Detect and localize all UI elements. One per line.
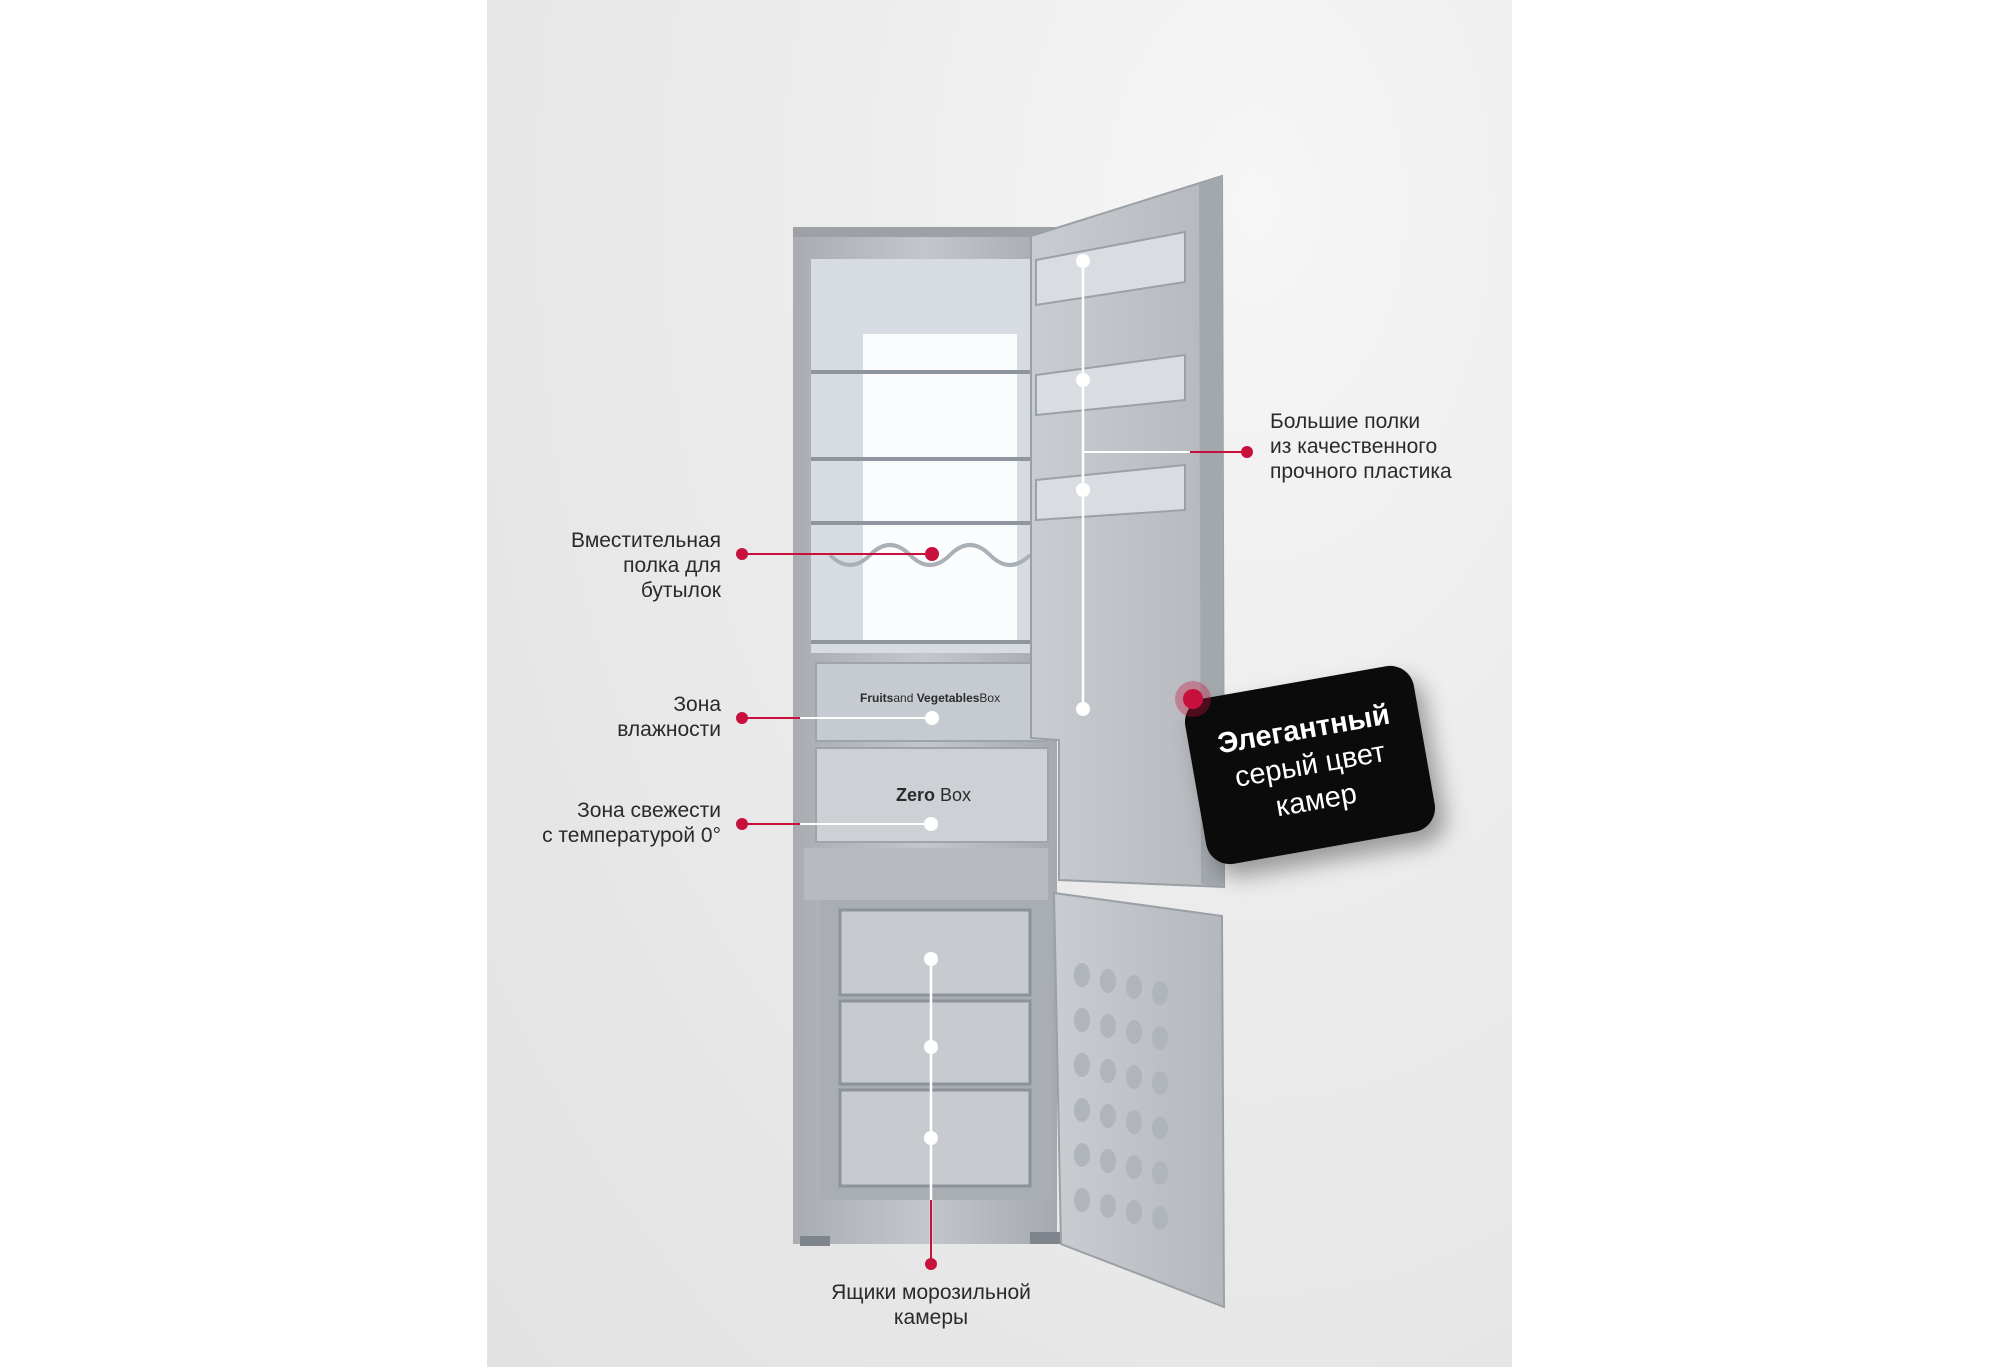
callout-line: Зона <box>673 693 721 716</box>
door-dimple <box>1126 1020 1142 1044</box>
bottle-rack <box>828 543 1032 567</box>
door-dimple <box>1100 969 1116 993</box>
fridge-top-trim <box>793 227 1073 239</box>
callout-door-shelves: Большие полки из качественного прочного … <box>1270 409 1452 484</box>
door-dimple <box>1152 1206 1168 1230</box>
door-dimple <box>1074 1188 1090 1212</box>
fruits-vegetables-box-label: Fruitsand VegetablesBox <box>860 691 1000 705</box>
door-dimple <box>1074 963 1090 987</box>
door-dimple <box>1152 1161 1168 1185</box>
callout-line: прочного пластика <box>1270 460 1452 483</box>
fruits-word: Fruits <box>860 691 894 705</box>
glass-shelves <box>811 370 1047 644</box>
callout-freezer-drawers: Ящики морозильной камеры <box>781 1280 1081 1330</box>
fridge-back-light <box>863 334 1017 644</box>
vegetables-word: Vegetables <box>916 691 980 705</box>
door-dimple <box>1126 1110 1142 1134</box>
door-dimple <box>1074 1053 1090 1077</box>
freezer-door-open <box>1052 891 1226 1309</box>
callout-line: Большие полки <box>1270 410 1421 433</box>
door-dimple <box>1126 1065 1142 1089</box>
callout-freshness-zone: Зона свежести с температурой 0° <box>542 798 721 848</box>
door-dimple <box>1100 1059 1116 1083</box>
door-bins <box>1035 230 1186 522</box>
door-dimple <box>1152 1071 1168 1095</box>
door-dimple <box>1152 981 1168 1005</box>
fruits-vegetables-box <box>815 662 1048 742</box>
door-dimple <box>1152 1026 1168 1050</box>
and-word: and <box>893 691 914 705</box>
zero-word: Zero <box>896 785 936 805</box>
door-dimple <box>1074 1143 1090 1167</box>
door-dimple <box>1100 1014 1116 1038</box>
fridge-divider <box>804 848 1048 900</box>
fridge-feet <box>800 1232 1060 1246</box>
callout-line: бутылок <box>640 579 721 602</box>
callout-line: из качественного <box>1270 435 1438 458</box>
freezer-drawers <box>838 908 1032 1188</box>
badge-marker-dot <box>1175 681 1211 717</box>
box-word: Box <box>979 691 1001 705</box>
door-dimple <box>1100 1104 1116 1128</box>
callout-line: с температурой 0° <box>542 824 721 847</box>
callout-line: камеры <box>893 1306 969 1329</box>
callout-bottle-shelf: Вместительная полка для бутылок <box>571 528 721 603</box>
callout-line: Ящики морозильной <box>831 1281 1031 1304</box>
door-dimple <box>1152 1116 1168 1140</box>
door-dimple <box>1074 1008 1090 1032</box>
callout-line: полка для <box>623 554 721 577</box>
door-dimple <box>1100 1149 1116 1173</box>
door-dimple <box>1074 1098 1090 1122</box>
callout-line: влажности <box>617 718 721 741</box>
callout-humidity-zone: Зона влажности <box>617 692 721 742</box>
door-dimple <box>1126 1155 1142 1179</box>
zero-box-label: Zero Box <box>896 785 971 806</box>
door-dimple <box>1126 975 1142 999</box>
box-word: Box <box>940 785 972 805</box>
door-dimple <box>1100 1194 1116 1218</box>
callout-dots <box>736 254 1253 1270</box>
callout-line: Зона свежести <box>577 799 721 822</box>
callout-line: Вместительная <box>571 529 721 552</box>
door-dimple <box>1126 1200 1142 1224</box>
freezer-door-dimples <box>1074 963 1168 1230</box>
